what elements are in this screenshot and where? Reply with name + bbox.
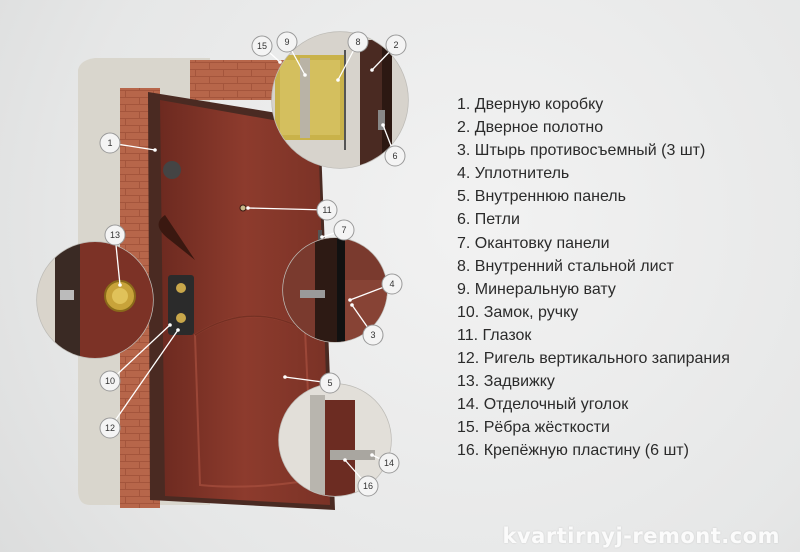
callout-number: 1: [107, 138, 112, 148]
callout-number: 3: [370, 330, 375, 340]
callout-number: 4: [389, 279, 394, 289]
callout-number: 14: [384, 458, 394, 468]
peephole-icon: [240, 205, 246, 211]
callout-number: 15: [257, 41, 267, 51]
legend-item: 2. Дверное полотно: [457, 116, 730, 139]
legend-item: 14. Отделочный уголок: [457, 393, 730, 416]
callout-number: 5: [327, 378, 332, 388]
legend-item: 4. Уплотнитель: [457, 162, 730, 185]
callout-number: 6: [392, 151, 397, 161]
callout-number: 16: [363, 481, 373, 491]
callout-anchor: [348, 298, 352, 302]
callout-anchor: [336, 78, 340, 82]
legend-item: 11. Глазок: [457, 324, 730, 347]
legend-item: 8. Внутренний стальной лист: [457, 255, 730, 278]
watermark: kvartirnyj-remont.com: [503, 524, 780, 548]
callout-anchor: [370, 68, 374, 72]
callout-anchor: [278, 60, 282, 64]
legend-item: 15. Рёбра жёсткости: [457, 416, 730, 439]
legend-item: 12. Ригель вертикального запирания: [457, 347, 730, 370]
callout-anchor: [168, 323, 172, 327]
latch-knob: [163, 161, 181, 179]
callout-anchor: [343, 458, 347, 462]
legend-item: 1. Дверную коробку: [457, 93, 730, 116]
legend-item: 6. Петли: [457, 208, 730, 231]
callout-number: 9: [284, 37, 289, 47]
callout-anchor: [381, 123, 385, 127]
callout-anchor: [176, 328, 180, 332]
callout-number: 12: [105, 423, 115, 433]
legend-item: 5. Внутреннюю панель: [457, 185, 730, 208]
callout-anchor: [283, 375, 287, 379]
callout-anchor: [320, 235, 324, 239]
legend-item: 3. Штырь противосъемный (3 шт): [457, 139, 730, 162]
legend-item: 13. Задвижку: [457, 370, 730, 393]
legend-item: 16. Крепёжную пластину (6 шт): [457, 439, 730, 462]
callout-anchor: [303, 73, 307, 77]
callout-anchor: [118, 283, 122, 287]
callout-anchor: [350, 303, 354, 307]
callout-number: 2: [393, 40, 398, 50]
callout-number: 10: [105, 376, 115, 386]
callout-anchor: [246, 206, 250, 210]
callout-number: 7: [341, 225, 346, 235]
legend-item: 7. Окантовку панели: [457, 232, 730, 255]
legend-item: 9. Минеральную вату: [457, 278, 730, 301]
callout-anchor: [153, 148, 157, 152]
callout-number: 13: [110, 230, 120, 240]
legend-item: 10. Замок, ручку: [457, 301, 730, 324]
callout-anchor: [370, 453, 374, 457]
callout-number: 8: [355, 37, 360, 47]
callout-number: 11: [322, 205, 331, 215]
